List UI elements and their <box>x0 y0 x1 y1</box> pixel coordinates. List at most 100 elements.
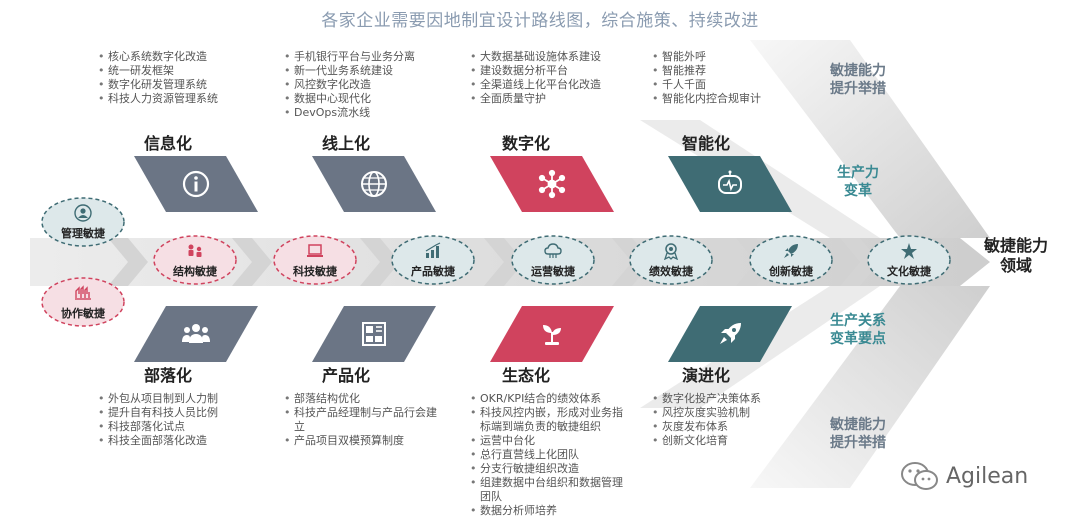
page-title: 各家企业需要因地制宜设计路线图，综合施策、持续改进 <box>321 11 759 31</box>
list-item: 风控数字化改造 <box>284 78 415 92</box>
list-item: 全面质量守护 <box>470 92 601 106</box>
stage-card-tribe <box>134 306 258 362</box>
label-line: 变革 <box>844 183 872 199</box>
top-list-4: 智能外呼 智能推荐 千人千面 智能化内控合规审计 <box>652 50 761 106</box>
top-list-1: 核心系统数字化改造 统一研发框架 数字化研发管理系统 科技人力资源管理系统 <box>98 50 218 106</box>
stage-card-evolve <box>668 306 792 362</box>
node-management-agile: 管理敏捷 <box>40 196 126 248</box>
node-label: 绩效敏捷 <box>649 265 693 278</box>
list-item: OKR/KPI结合的绩效体系 <box>470 392 630 406</box>
label-line: 提升举措 <box>830 81 886 97</box>
right-label-productivity: 生产力 变革 <box>818 164 898 200</box>
stage-card-info <box>134 156 258 212</box>
right-label-top: 敏捷能力 提升举措 <box>818 62 898 98</box>
stage-card-product <box>312 306 436 362</box>
label-line: 生产关系 <box>830 313 886 329</box>
list-item: 数据中心现代化 <box>284 92 415 106</box>
list-item: 提升自有科技人员比例 <box>98 406 218 420</box>
final-label: 敏捷能力 领域 <box>966 236 1066 276</box>
label-line: 敏捷能力 <box>830 63 886 79</box>
list-item: 产品项目双模预算制度 <box>284 434 444 448</box>
node-label: 科技敏捷 <box>293 265 337 278</box>
list-item: 风控灰度实验机制 <box>652 406 761 420</box>
list-item: 智能推荐 <box>652 64 761 78</box>
top-list-2: 手机银行平台与业务分离 新一代业务系统建设 风控数字化改造 数据中心现代化 De… <box>284 50 415 120</box>
node-product-agile: 产品敏捷 <box>390 234 476 286</box>
org-icon <box>188 244 202 257</box>
list-item: 新一代业务系统建设 <box>284 64 415 78</box>
stage-card-ecosystem <box>490 306 614 362</box>
list-item: 创新文化培育 <box>652 434 761 448</box>
right-label-relations: 生产关系 变革要点 <box>812 312 904 348</box>
robot-icon <box>718 170 742 194</box>
list-item: 科技人力资源管理系统 <box>98 92 218 106</box>
list-item: 外包从项目制到人力制 <box>98 392 218 406</box>
list-item: 组建数据中台组织和数据管理团队 <box>470 476 630 504</box>
hands-icon <box>75 285 91 300</box>
node-label: 文化敏捷 <box>887 265 931 278</box>
sprout-icon <box>543 325 561 345</box>
list-item: 科技部落化试点 <box>98 420 218 434</box>
medal-icon <box>663 243 679 260</box>
label-line: 提升举措 <box>830 435 886 451</box>
list-item: 运营中台化 <box>470 434 630 448</box>
stage-heading: 部落化 <box>143 366 192 385</box>
label-line: 敏捷能力 <box>983 236 1048 255</box>
list-item: 部落结构优化 <box>284 392 444 406</box>
laptop-icon <box>307 244 323 257</box>
node-label: 管理敏捷 <box>61 227 105 240</box>
stage-heading: 信息化 <box>143 134 192 153</box>
list-item: 大数据基础设施体系建设 <box>470 50 601 64</box>
list-item: 数字化研发管理系统 <box>98 78 218 92</box>
node-perf-agile: 绩效敏捷 <box>628 234 714 286</box>
node-structure-agile: 结构敏捷 <box>152 234 238 286</box>
node-label: 产品敏捷 <box>411 265 455 278</box>
label-line: 生产力 <box>837 165 879 181</box>
globe-icon <box>361 171 387 197</box>
stage-heading: 生态化 <box>501 366 550 385</box>
list-item: 统一研发框架 <box>98 64 218 78</box>
list-item: 建设数据分析平台 <box>470 64 601 78</box>
list-item: 科技全面部落化改造 <box>98 434 218 448</box>
brand-name: Agilean <box>946 464 1029 489</box>
star-icon <box>901 243 917 259</box>
rocket-icon <box>720 323 741 344</box>
stage-card-smart <box>668 156 792 212</box>
list-item: 千人千面 <box>652 78 761 92</box>
stage-heading: 智能化 <box>681 134 730 153</box>
list-item: 数据分析师培养 <box>470 504 630 518</box>
node-collab-agile: 协作敏捷 <box>40 276 126 328</box>
cloud-icon <box>544 243 562 258</box>
bottom-list-1: 外包从项目制到人力制 提升自有科技人员比例 科技部落化试点 科技全面部落化改造 <box>98 392 218 448</box>
list-item: 数字化投产决策体系 <box>652 392 761 406</box>
stage-heading: 演进化 <box>681 366 730 385</box>
people-icon <box>182 324 210 343</box>
list-item: 分支行敏捷组织改造 <box>470 462 630 476</box>
stage-card-online <box>312 156 436 212</box>
person-ring-icon <box>74 204 92 222</box>
node-label: 结构敏捷 <box>173 265 217 278</box>
node-innovation-agile: 创新敏捷 <box>748 234 834 286</box>
list-item: 科技风控内嵌，形成对业务指标端到端负责的敏捷组织 <box>470 406 630 434</box>
list-item: 手机银行平台与业务分离 <box>284 50 415 64</box>
label-line: 变革要点 <box>830 331 886 347</box>
bar-chart-icon <box>425 242 441 258</box>
stage-card-digital <box>490 156 614 212</box>
list-item: 智能化内控合规审计 <box>652 92 761 106</box>
bottom-list-2: 部落结构优化 科技产品经理制与产品行会建立 产品项目双模预算制度 <box>284 392 444 448</box>
list-item: 科技产品经理制与产品行会建立 <box>284 406 444 434</box>
node-tech-agile: 科技敏捷 <box>272 234 358 286</box>
stage-heading: 线上化 <box>321 134 370 153</box>
rocket-small-icon <box>784 244 798 258</box>
list-item: 灰度发布体系 <box>652 420 761 434</box>
node-label: 协作敏捷 <box>61 307 105 320</box>
bottom-list-3: OKR/KPI结合的绩效体系 科技风控内嵌，形成对业务指标端到端负责的敏捷组织 … <box>470 392 630 518</box>
wechat-logo-icon <box>901 462 938 490</box>
list-item: 总行直营线上化团队 <box>470 448 630 462</box>
node-label: 创新敏捷 <box>769 265 813 278</box>
right-label-bottom: 敏捷能力 提升举措 <box>818 416 898 452</box>
list-item: DevOps流水线 <box>284 106 415 120</box>
list-item: 全渠道线上化平台化改造 <box>470 78 601 92</box>
node-label: 运营敏捷 <box>531 265 575 278</box>
